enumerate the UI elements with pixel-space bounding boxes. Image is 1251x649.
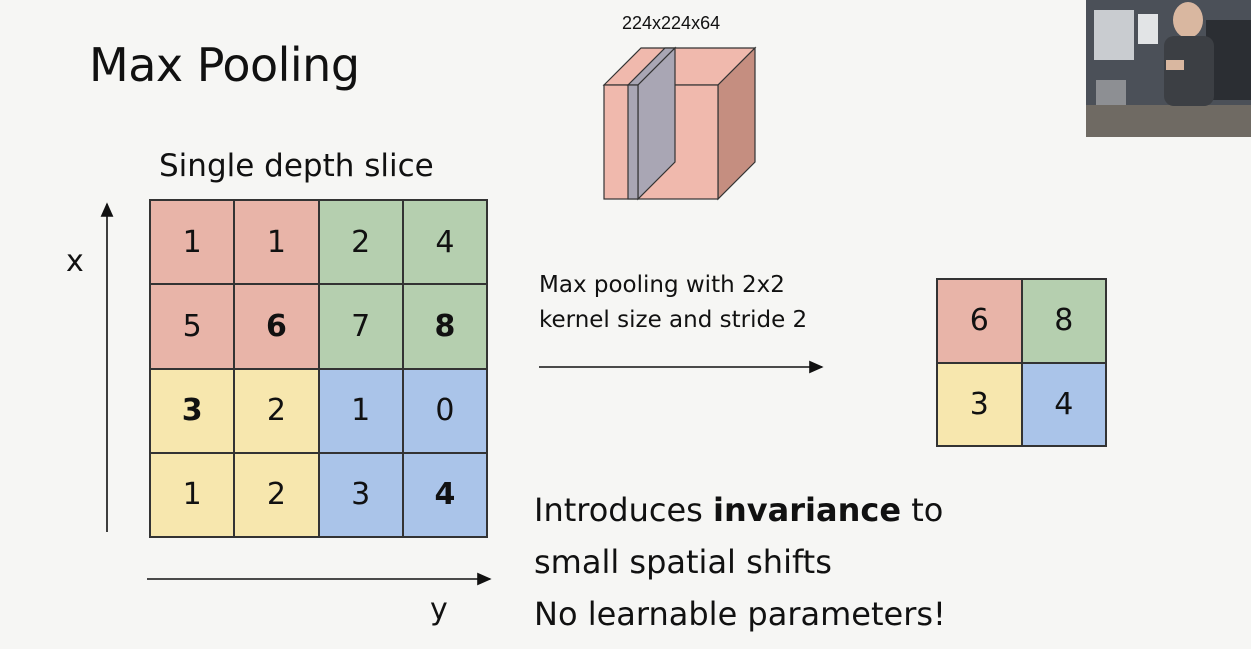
- presenter-video-frame: [1086, 0, 1251, 137]
- input-cell-2-3: 0: [403, 369, 487, 453]
- input-cell-3-2: 3: [319, 453, 403, 537]
- y-axis-label: y: [430, 592, 448, 627]
- input-cell-1-2: 7: [319, 284, 403, 368]
- input-cell-0-1: 1: [234, 200, 318, 284]
- input-cell-2-2: 1: [319, 369, 403, 453]
- x-axis-label: x: [66, 244, 84, 279]
- note-line-2: small spatial shifts: [534, 536, 946, 588]
- input-cell-1-1: 6: [234, 284, 318, 368]
- operation-line-2: kernel size and stride 2: [539, 303, 807, 338]
- output-cell-1-1: 4: [1022, 363, 1107, 447]
- output-cell-1-0: 3: [937, 363, 1022, 447]
- presenter-video: [1086, 0, 1251, 137]
- input-cell-0-0: 1: [150, 200, 234, 284]
- input-cell-1-3: 8: [403, 284, 487, 368]
- input-cell-0-3: 4: [403, 200, 487, 284]
- input-cell-2-0: 3: [150, 369, 234, 453]
- volume-cube: [600, 44, 760, 204]
- input-cell-0-2: 2: [319, 200, 403, 284]
- input-cell-2-1: 2: [234, 369, 318, 453]
- note-line-3: No learnable parameters!: [534, 588, 946, 640]
- note-line-1: Introduces invariance to: [534, 484, 946, 536]
- volume-label: 224x224x64: [622, 13, 720, 34]
- output-cell-0-1: 8: [1022, 279, 1107, 363]
- operation-label: Max pooling with 2x2 kernel size and str…: [539, 268, 807, 338]
- input-cell-3-1: 2: [234, 453, 318, 537]
- output-cell-0-0: 6: [937, 279, 1022, 363]
- input-cell-3-0: 1: [150, 453, 234, 537]
- notes: Introduces invariance to small spatial s…: [534, 484, 946, 640]
- input-cell-3-3: 4: [403, 453, 487, 537]
- operation-line-1: Max pooling with 2x2: [539, 268, 807, 303]
- input-cell-1-0: 5: [150, 284, 234, 368]
